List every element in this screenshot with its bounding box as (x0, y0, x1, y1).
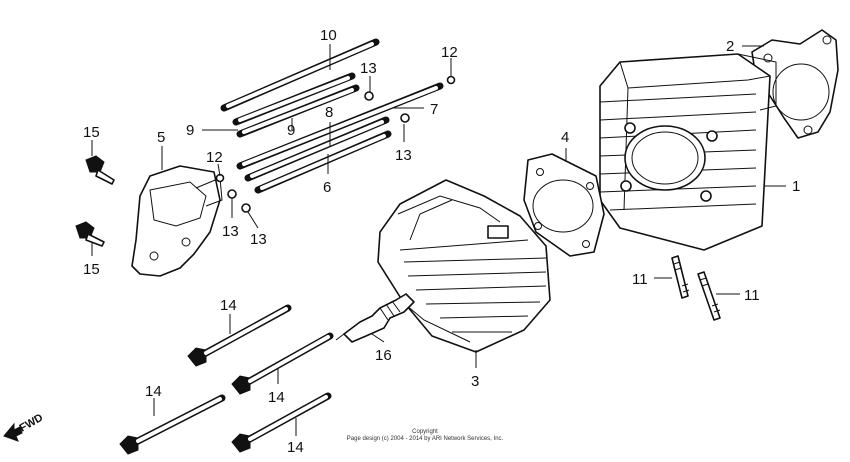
callout-9-left: 9 (186, 122, 194, 139)
forward-label: FWD (18, 412, 46, 435)
leader-lines (91, 44, 786, 436)
copyright-notice: Copyright Page design (c) 2004 - 2014 by… (347, 429, 504, 442)
part-3-cylinder-head[interactable] (377, 179, 551, 353)
part-8-rod[interactable] (244, 116, 390, 182)
callout-14-b: 14 (268, 389, 285, 406)
callout-4: 4 (561, 129, 569, 146)
callout-8: 8 (325, 104, 333, 121)
part-15-bolt-upper[interactable] (85, 155, 115, 185)
callout-7: 7 (430, 101, 438, 118)
callout-13-left-b: 13 (250, 231, 267, 248)
part-12-ring-right[interactable] (446, 75, 456, 85)
callout-3: 3 (471, 373, 479, 390)
part-14-bolt-b[interactable] (231, 332, 334, 395)
copyright-line-1: Copyright (412, 429, 438, 435)
callout-1: 1 (792, 178, 800, 195)
part-14-bolt-c[interactable] (119, 394, 226, 455)
callout-16: 16 (375, 347, 392, 364)
part-16-spark-plug[interactable] (335, 293, 415, 343)
callout-11-left: 11 (632, 271, 648, 288)
part-5-cover[interactable] (131, 165, 223, 277)
callout-15-lower: 15 (83, 261, 100, 278)
part-13-ring-left-a[interactable] (227, 189, 237, 199)
callout-10: 10 (320, 27, 337, 44)
callout-2: 2 (726, 38, 734, 55)
callout-14-c: 14 (145, 383, 162, 400)
part-11-stud-left[interactable] (671, 255, 690, 299)
callout-14-a: 14 (220, 297, 237, 314)
callout-12-left: 12 (206, 149, 223, 166)
callout-13-left-a: 13 (222, 223, 239, 240)
part-7-rod[interactable] (236, 82, 444, 170)
part-14-bolt-d[interactable] (231, 392, 332, 453)
part-2-gasket[interactable] (751, 29, 839, 139)
callout-6: 6 (323, 179, 331, 196)
part-6-rod[interactable] (254, 130, 392, 194)
callout-9-right: 9 (287, 122, 295, 139)
part-15-bolt-lower[interactable] (75, 221, 105, 247)
part-4-gasket[interactable] (523, 153, 605, 257)
callout-12-right: 12 (441, 44, 458, 61)
part-13-ring-left-b[interactable] (241, 203, 251, 213)
callout-13-top: 13 (360, 60, 377, 77)
callout-15-upper: 15 (83, 124, 100, 141)
part-14-bolt-a[interactable] (187, 304, 292, 367)
part-9-rod-a[interactable] (232, 72, 356, 126)
callout-11-right: 11 (744, 287, 760, 304)
copyright-line-2: Page design (c) 2004 - 2014 by ARI Netwo… (347, 436, 504, 442)
part-9-rod-b[interactable] (236, 84, 360, 138)
forward-arrow-icon (3, 422, 23, 442)
part-10-pushrod[interactable] (220, 38, 380, 112)
forward-direction-indicator: FWD (3, 412, 46, 442)
callout-5: 5 (157, 129, 165, 146)
part-13-ring-mid[interactable] (400, 113, 410, 123)
part-11-stud-right[interactable] (697, 271, 721, 321)
part-13-ring-top[interactable] (364, 91, 374, 101)
callout-labels: 2 1 4 3 5 6 7 8 9 9 10 12 13 13 12 13 13… (83, 27, 800, 456)
part-1-cylinder[interactable] (599, 53, 777, 251)
callout-13-mid: 13 (395, 147, 412, 164)
callout-14-d: 14 (287, 439, 304, 456)
